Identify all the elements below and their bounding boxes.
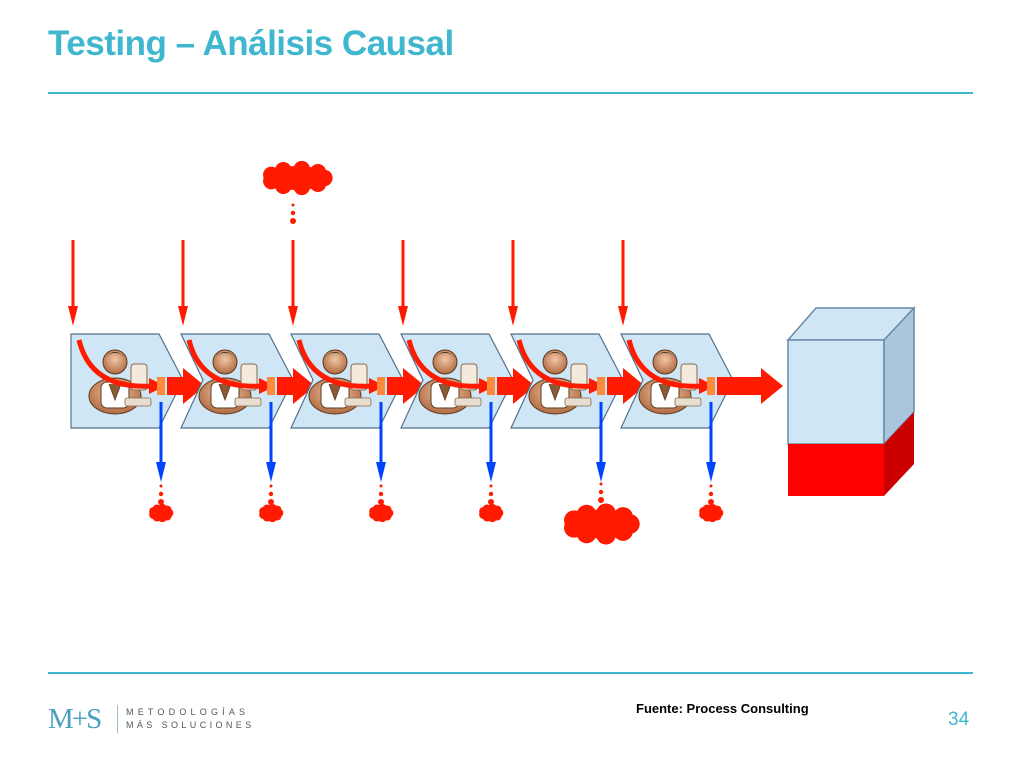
stage-5: [510, 333, 645, 429]
stage-connector-arrow: [487, 368, 535, 404]
defect-cloud-4: [479, 503, 504, 523]
logo-separator: [117, 705, 118, 733]
stage-connector-arrow: [157, 368, 205, 404]
slide-title: Testing – Análisis Causal: [48, 24, 454, 63]
defect-dots-3: [378, 484, 384, 505]
output-arrow-5: [596, 402, 606, 482]
bottom-divider: [48, 672, 973, 674]
stage-1: [70, 333, 205, 429]
defect-dots-2: [268, 484, 274, 505]
output-arrow-3: [376, 402, 386, 482]
defect-cloud-2: [259, 503, 284, 523]
stage-3: [290, 333, 425, 429]
flow-curve: [516, 339, 594, 389]
defect-dots-4: [488, 484, 494, 505]
flow-curve: [296, 339, 374, 389]
defect-dots-1: [158, 484, 164, 505]
flow-curve: [76, 339, 154, 389]
company-logo: M+S METODOLOGÍAS MÁS SOLUCIONES: [48, 701, 258, 737]
defect-cloud-3: [369, 503, 394, 523]
defect-dots-top: [290, 203, 296, 224]
defect-dots-5: [598, 482, 604, 503]
defect-dots-6: [708, 484, 714, 505]
stage-connector-arrow: [597, 368, 645, 404]
input-arrow-6: [618, 240, 628, 326]
top-divider: [48, 92, 973, 94]
output-arrow-1: [156, 402, 166, 482]
output-arrows: [156, 402, 716, 482]
flow-curve: [626, 339, 704, 389]
defect-cloud-top: [263, 160, 333, 196]
worker-figure: [638, 349, 702, 415]
process-stages: [70, 333, 783, 429]
stage-connector-arrow: [267, 368, 315, 404]
box-front-red: [788, 444, 884, 496]
page-number: 34: [948, 709, 970, 730]
input-arrow-1: [68, 240, 78, 326]
flow-curve: [186, 339, 264, 389]
output-arrow-6: [706, 402, 716, 482]
stage-4: [400, 333, 535, 429]
box-side-red: [884, 412, 914, 496]
defect-cloud-1: [149, 503, 174, 523]
input-arrow-3: [288, 240, 298, 326]
worker-figure: [88, 349, 152, 415]
stage-6: [620, 333, 783, 429]
input-arrow-4: [398, 240, 408, 326]
defect-cloud-large: [564, 503, 640, 545]
product-box: [786, 306, 916, 496]
defect-clouds: [149, 160, 724, 545]
box-front: [787, 339, 885, 445]
stage-2: [180, 333, 315, 429]
output-arrow-2: [266, 402, 276, 482]
output-arrow-4: [486, 402, 496, 482]
input-arrows: [68, 240, 628, 326]
defect-cloud-6: [699, 503, 724, 523]
input-arrow-2: [178, 240, 188, 326]
logo-mark: M+S: [48, 703, 102, 735]
final-output-arrow: [707, 368, 783, 404]
logo-text-line1: METODOLOGÍAS: [126, 707, 250, 717]
logo-text-line2: MÁS SOLUCIONES: [126, 720, 255, 730]
source-note: Fuente: Process Consulting: [636, 701, 809, 716]
stage-connector-arrow: [377, 368, 425, 404]
flow-curve: [406, 339, 484, 389]
input-arrow-5: [508, 240, 518, 326]
